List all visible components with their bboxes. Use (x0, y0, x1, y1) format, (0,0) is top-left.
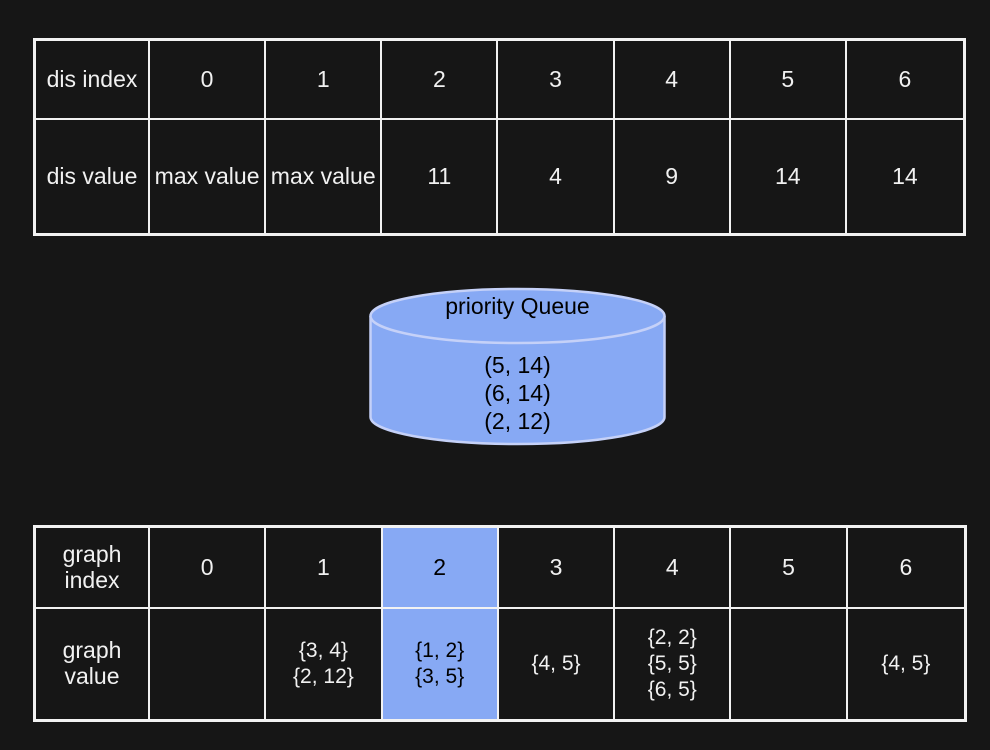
priority-queue-items: (5, 14) (6, 14) (2, 12) (368, 351, 667, 435)
cylinder-icon (369, 287, 666, 446)
priority-queue-title: priority Queue (445, 293, 590, 319)
graph-index-6: 6 (899, 553, 913, 580)
dis-index-6: 6 (898, 65, 912, 92)
dis-index-3: 3 (498, 41, 615, 118)
priority-queue: priority Queue (5, 14) (6, 14) (2, 12) (368, 287, 667, 447)
graph-value-5 (731, 607, 848, 719)
graph-index-label: graph index (36, 528, 150, 607)
dis-index-label: dis index (36, 41, 150, 118)
graph-index-4: 4 (615, 528, 732, 607)
queue-item: (6, 14) (484, 380, 551, 406)
queue-item: (5, 14) (484, 352, 551, 378)
dis-value-6: 14 (846, 118, 963, 233)
dis-index-0: 0 (150, 41, 267, 118)
graph-index-2-highlighted: 2 (382, 528, 499, 607)
graph-value-0 (150, 607, 267, 719)
dis-index-4: 4 (615, 41, 731, 118)
graph-index-0: 0 (150, 528, 267, 607)
dis-table: dis index 0 1 2 3 4 5 6 dis value max va… (33, 38, 966, 236)
dis-value-label: dis value (36, 118, 150, 233)
graph-index-1: 1 (266, 528, 383, 607)
graph-value-4: {2, 2} {5, 5} {6, 5} (615, 607, 732, 719)
dis-value-4: 9 (614, 118, 731, 233)
dis-value-3: 4 (498, 118, 615, 233)
graph-value-2-highlighted: {1, 2} {3, 5} (382, 607, 499, 719)
graph-value-6: {4, 5} (847, 607, 964, 719)
dis-value-2: 11 (382, 118, 499, 233)
dis-index-5: 5 (731, 41, 847, 118)
graph-value-label: graph value (36, 607, 150, 719)
graph-index-3: 3 (499, 528, 616, 607)
dis-value-1: max value (266, 118, 383, 233)
dis-value-0: max value (150, 118, 267, 233)
graph-table: graph index 0 1 2 3 4 5 6 graph value {3… (33, 525, 967, 722)
graph-value-3: {4, 5} (498, 607, 616, 719)
queue-item: (2, 12) (484, 408, 551, 434)
dis-value-5: 14 (730, 118, 847, 233)
dis-index-1: 1 (266, 41, 383, 118)
graph-value-1: {3, 4} {2, 12} (266, 607, 383, 719)
graph-index-5: 5 (731, 528, 848, 607)
dis-index-2: 2 (382, 41, 499, 118)
